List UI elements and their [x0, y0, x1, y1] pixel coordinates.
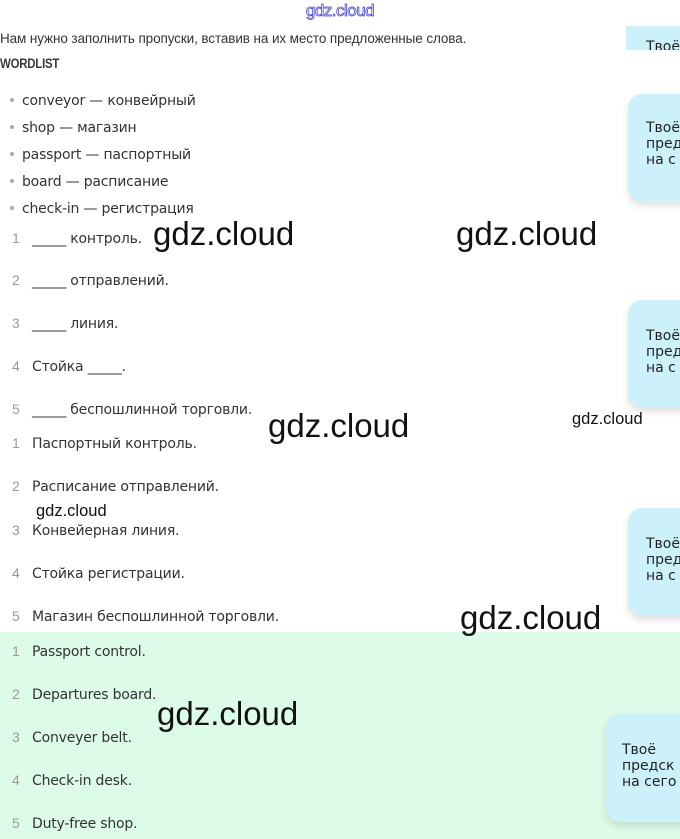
- bullet-icon: [10, 206, 14, 210]
- exercise-row: 5_____ беспошлинной торговли.: [12, 401, 253, 418]
- exercise-row: 3_____ линия.: [12, 315, 119, 332]
- wordlist-item: check-in — регистрация: [10, 198, 196, 225]
- site-watermark-top: gdz.cloud: [305, 1, 375, 21]
- watermark: gdz.cloud: [153, 215, 295, 252]
- wordlist-item: shop — магазин: [10, 117, 196, 144]
- bullet-icon: [10, 179, 14, 183]
- watermark: gdz.cloud: [572, 410, 643, 428]
- wordlist: conveyor — конвейрный shop — магазин pas…: [10, 90, 196, 225]
- wordlist-item: board — расписание: [10, 171, 196, 198]
- watermark: gdz.cloud: [460, 599, 602, 636]
- ad-card[interactable]: Твоё пред на с: [628, 94, 680, 202]
- exercise-row: 1_____ контроль.: [12, 230, 142, 247]
- task-intro: Нам нужно заполнить пропуски, вставив на…: [0, 31, 467, 46]
- ad-card[interactable]: Твоё пред на с: [628, 300, 680, 408]
- ad-card[interactable]: Твоё предск на сего: [606, 714, 680, 822]
- bullet-icon: [10, 98, 14, 102]
- bullet-icon: [10, 152, 14, 156]
- watermark: gdz.cloud: [268, 407, 410, 444]
- wordlist-item: conveyor — конвейрный: [10, 90, 196, 117]
- watermark: gdz.cloud: [456, 215, 598, 252]
- exercise-row: 2_____ отправлений.: [12, 272, 169, 289]
- ad-card[interactable]: Твоё пред на с: [628, 508, 680, 616]
- answers-en-panel: [0, 632, 680, 839]
- wordlist-item: passport — паспортный: [10, 144, 196, 171]
- bullet-icon: [10, 125, 14, 129]
- watermark: gdz.cloud: [157, 695, 299, 732]
- wordlist-title: WORDLIST: [0, 56, 60, 71]
- watermark: gdz.cloud: [36, 502, 107, 520]
- ad-card[interactable]: Твоё: [626, 26, 680, 50]
